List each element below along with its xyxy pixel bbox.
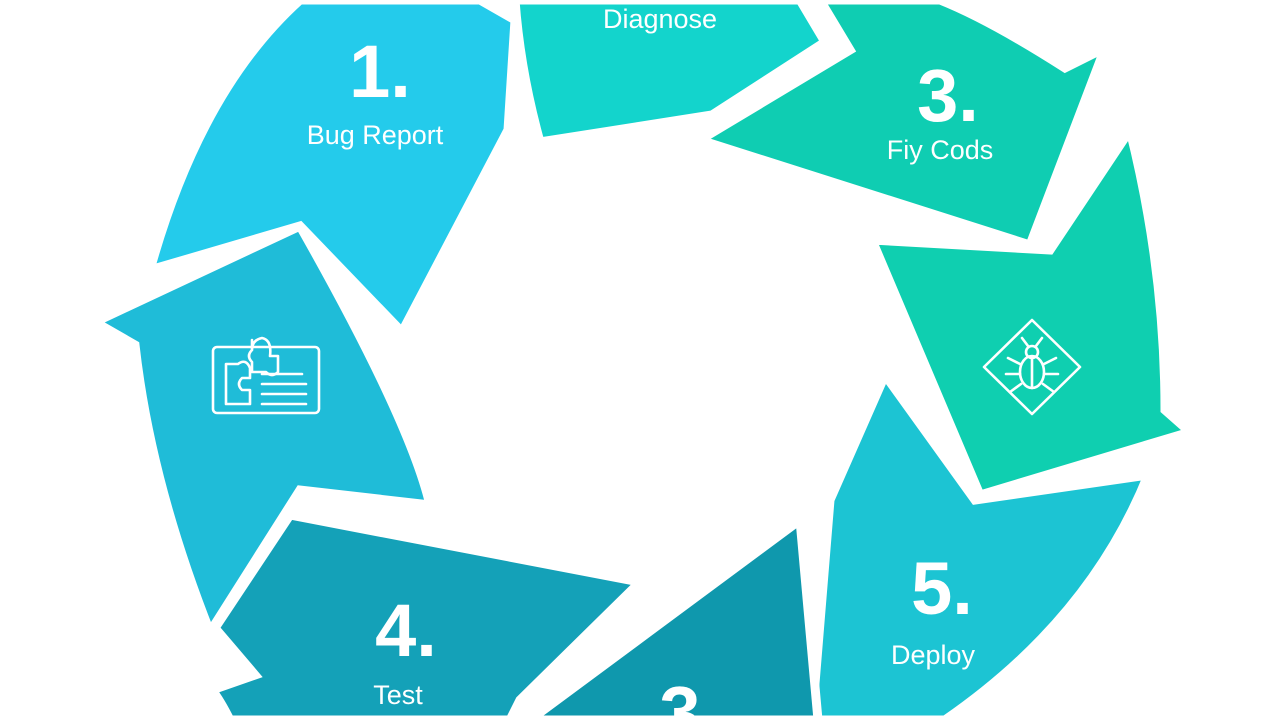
step-1-number: 1.	[349, 30, 411, 113]
segment-bottom	[522, 511, 823, 720]
segment-fix-code	[689, 0, 1114, 251]
step-3-label: Fiy Cods	[887, 135, 994, 165]
step-1-label: Bug Report	[307, 120, 444, 150]
segment-left	[85, 220, 436, 642]
step-3-number: 3.	[917, 54, 979, 137]
step-bottom-number: 3	[659, 671, 700, 720]
segment-deploy	[807, 365, 1156, 720]
step-4-label: Test	[373, 680, 423, 710]
step-2-label: Diagnose	[603, 4, 717, 34]
segment-test	[204, 510, 650, 720]
step-5-label: Deploy	[891, 640, 976, 670]
step-5-number: 5.	[911, 547, 973, 630]
segment-right	[865, 119, 1200, 501]
puzzle-document-icon	[211, 336, 321, 415]
segment-diagnose	[510, 0, 832, 148]
bug-diamond-icon	[982, 318, 1082, 416]
step-4-number: 4.	[375, 589, 437, 672]
segment-bug-report	[143, 0, 520, 340]
